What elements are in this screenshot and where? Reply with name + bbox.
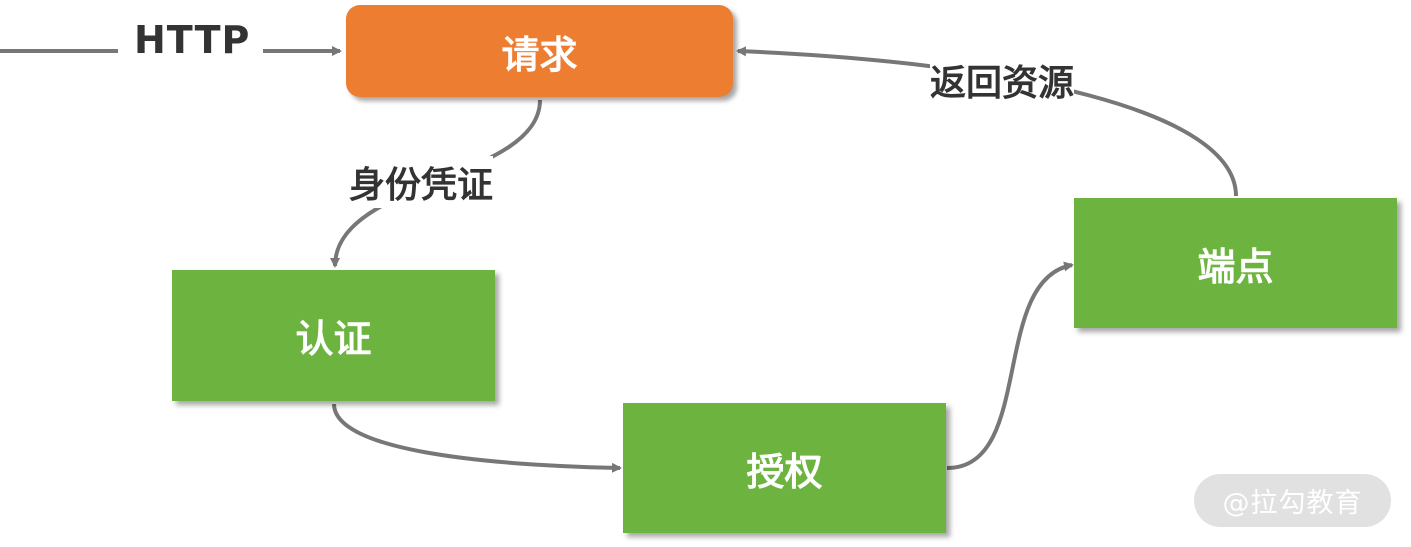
edge-endpoint-to-request	[736, 46, 1238, 197]
edge-label-http: HTTP	[134, 18, 251, 62]
edge-label-return-resource: 返回资源	[930, 54, 1075, 106]
node-request: 请求	[346, 5, 733, 97]
node-request-label: 请求	[501, 32, 578, 77]
node-endpoint-label: 端点	[1197, 244, 1274, 289]
node-authorization-label: 授权	[746, 449, 823, 494]
edge-auth-to-authz	[332, 403, 622, 473]
watermark: @拉勾教育	[1194, 474, 1391, 527]
edge-label-credentials: 身份凭证	[349, 156, 494, 208]
edge-authz-to-endpoint	[946, 261, 1074, 470]
node-authentication-label: 认证	[295, 317, 372, 361]
node-authorization: 授权	[623, 403, 946, 533]
node-endpoint: 端点	[1074, 198, 1397, 328]
node-authentication: 认证	[172, 270, 495, 401]
